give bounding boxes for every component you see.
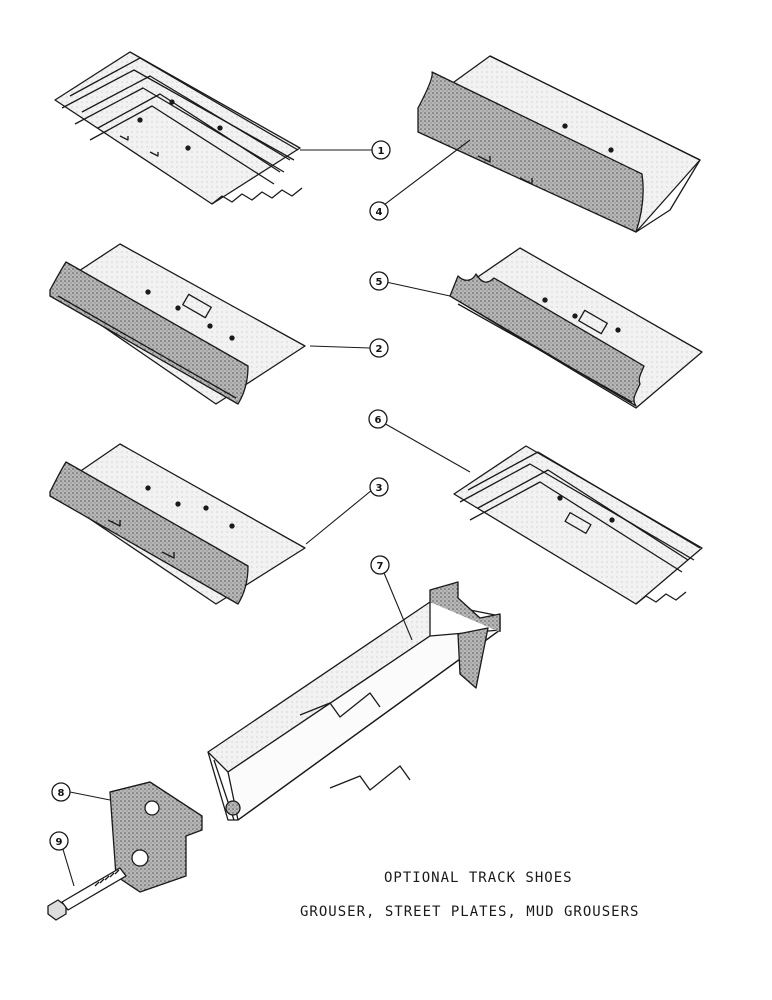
caption-subtitle: GROUSER, STREET PLATES, MUD GROUSERS xyxy=(300,904,640,920)
callout-1: 1 xyxy=(371,140,391,160)
track-shoe-4 xyxy=(417,55,701,233)
callout-4: 4 xyxy=(369,201,389,221)
callout-6: 6 xyxy=(368,409,388,429)
callout-5-label: 5 xyxy=(376,277,383,288)
track-shoe-1 xyxy=(54,51,303,205)
bolt-9 xyxy=(47,867,127,921)
callout-2-label: 2 xyxy=(376,344,383,355)
callout-8: 8 xyxy=(51,782,71,802)
callout-3: 3 xyxy=(369,477,389,497)
bracket-8 xyxy=(109,781,203,893)
callout-8-label: 8 xyxy=(58,788,65,799)
callout-2: 2 xyxy=(369,338,389,358)
callout-4-label: 4 xyxy=(376,207,383,218)
callout-1-label: 1 xyxy=(378,146,385,157)
track-shoe-6 xyxy=(453,445,703,605)
callout-7-label: 7 xyxy=(377,561,384,572)
callout-7: 7 xyxy=(370,555,390,575)
callout-6-label: 6 xyxy=(375,415,382,426)
callout-5: 5 xyxy=(369,271,389,291)
leader-lines xyxy=(61,139,471,887)
caption-title: OPTIONAL TRACK SHOES xyxy=(384,870,573,886)
callout-9-label: 9 xyxy=(56,837,63,848)
callout-9: 9 xyxy=(49,831,69,851)
track-shoe-3 xyxy=(49,443,306,605)
callouts: 1 4 2 5 6 3 7 8 9 xyxy=(49,140,391,851)
track-shoe-5 xyxy=(449,247,703,409)
callout-3-label: 3 xyxy=(376,483,383,494)
mud-grouser-7 xyxy=(207,581,501,821)
track-shoe-2 xyxy=(49,243,306,405)
